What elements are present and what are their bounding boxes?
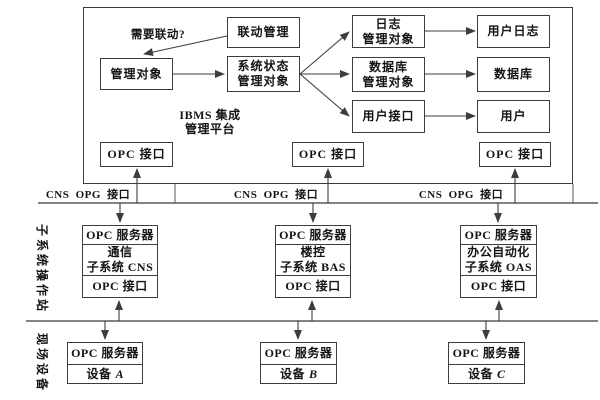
arrow-xitong-to-yonghujiekou [299, 73, 350, 117]
oas-subsystem-name: 办公自动化 子系统 OAS [461, 244, 536, 275]
node-db-management-object: 数据库 管理对象 [352, 57, 425, 92]
bus-label-right: CNS OPG 接口 [418, 189, 504, 201]
node-linkage-management: 联动管理 [227, 17, 300, 48]
cns-opc-server: OPC 服务器 [86, 227, 154, 242]
oas-opc-interface: OPC 接口 [461, 275, 536, 297]
cns-subsystem-name: 通信 子系统 CNS [83, 244, 157, 275]
arrow-liandong-to-guanli [143, 35, 228, 57]
node-user-log: 用户日志 [477, 15, 550, 48]
side-label-field-devices: 现场设备 [35, 332, 49, 393]
devA-opc-server: OPC 服务器 [71, 346, 139, 360]
bas-opc-interface: OPC 接口 [276, 275, 350, 297]
need-linkage-label: 需要联动? [130, 29, 186, 41]
node-system-state-object: 系统状态 管理对象 [227, 56, 300, 92]
stack-subsystem-oas: OPC 服务器 办公自动化 子系统 OAS OPC 接口 [460, 225, 537, 298]
node-user: 用户 [477, 100, 550, 133]
platform-title: IBMS 集成 管理平台 [179, 108, 241, 136]
node-opc-interface-right: OPC 接口 [479, 142, 551, 167]
cns-opc-interface: OPC 接口 [83, 275, 157, 297]
node-managed-object: 管理对象 [100, 58, 173, 90]
node-user-interface: 用户接口 [352, 100, 425, 133]
ibms-platform-frame [83, 7, 573, 184]
side-label-subsystem-stations: 子系统操作站 [35, 223, 49, 314]
bus-label-mid: CNS OPG 接口 [233, 189, 319, 201]
bus-label-left: CNS OPG 接口 [45, 189, 131, 201]
devC-opc-server: OPC 服务器 [452, 346, 521, 360]
node-opc-interface-mid: OPC 接口 [292, 142, 364, 167]
arrow-xitong-to-rizhi [299, 31, 350, 75]
devB-opc-server: OPC 服务器 [264, 346, 333, 360]
stack-subsystem-cns: OPC 服务器 通信 子系统 CNS OPC 接口 [82, 225, 158, 298]
oas-opc-server: OPC 服务器 [464, 227, 533, 242]
stack-subsystem-bas: OPC 服务器 楼控 子系统 BAS OPC 接口 [275, 225, 351, 298]
node-log-management-object: 日志 管理对象 [352, 15, 425, 48]
node-opc-interface-left: OPC 接口 [100, 142, 173, 167]
bas-opc-server: OPC 服务器 [279, 227, 347, 242]
node-database: 数据库 [477, 57, 550, 92]
bas-subsystem-name: 楼控 子系统 BAS [276, 244, 350, 275]
